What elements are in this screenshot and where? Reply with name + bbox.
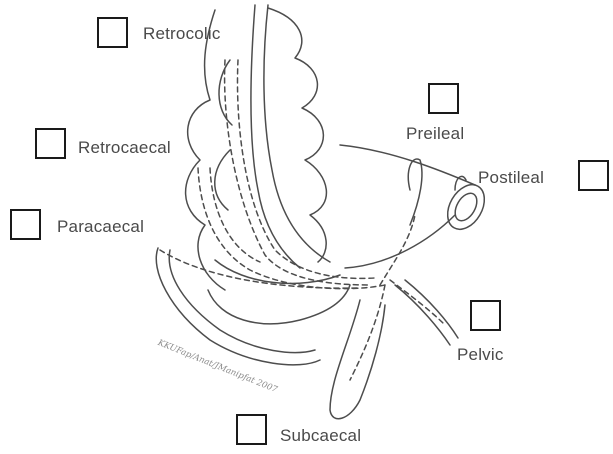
subcaecal-appendix (330, 300, 385, 419)
ileum-upper (340, 145, 475, 185)
colon-inner-line (251, 5, 300, 268)
preileal-checkbox[interactable] (428, 83, 459, 114)
retrocolic-label: Retrocolic (143, 24, 221, 44)
postileal-label: Postileal (478, 168, 544, 188)
subcaecal-path (350, 285, 385, 380)
paracaecal-checkbox[interactable] (10, 209, 41, 240)
colon-right-wall (264, 5, 330, 262)
pelvic-label: Pelvic (457, 345, 504, 365)
caecum-fold-1 (219, 60, 232, 125)
colon-haustra-right (268, 8, 326, 262)
caecum-fold-2 (215, 150, 230, 210)
paracaecal-label: Paracaecal (57, 217, 144, 237)
caecum-bottom (208, 285, 350, 324)
pelvic-appendix-2 (405, 280, 458, 338)
retrocaecal-path-2 (210, 168, 260, 262)
postileal-checkbox[interactable] (578, 160, 609, 191)
retrocaecal-checkbox[interactable] (35, 128, 66, 159)
subcaecal-checkbox[interactable] (236, 414, 267, 445)
pelvic-checkbox[interactable] (470, 300, 501, 331)
preileal-loop (408, 159, 422, 225)
caecum-left-wall (186, 10, 225, 290)
retrocolic-path-2 (237, 60, 375, 278)
retrocaecal-label: Retrocaecal (78, 138, 171, 158)
subcaecal-label: Subcaecal (280, 426, 361, 446)
ileum-lower (345, 215, 455, 268)
preileal-label: Preileal (406, 124, 464, 144)
retrocolic-checkbox[interactable] (97, 17, 128, 48)
